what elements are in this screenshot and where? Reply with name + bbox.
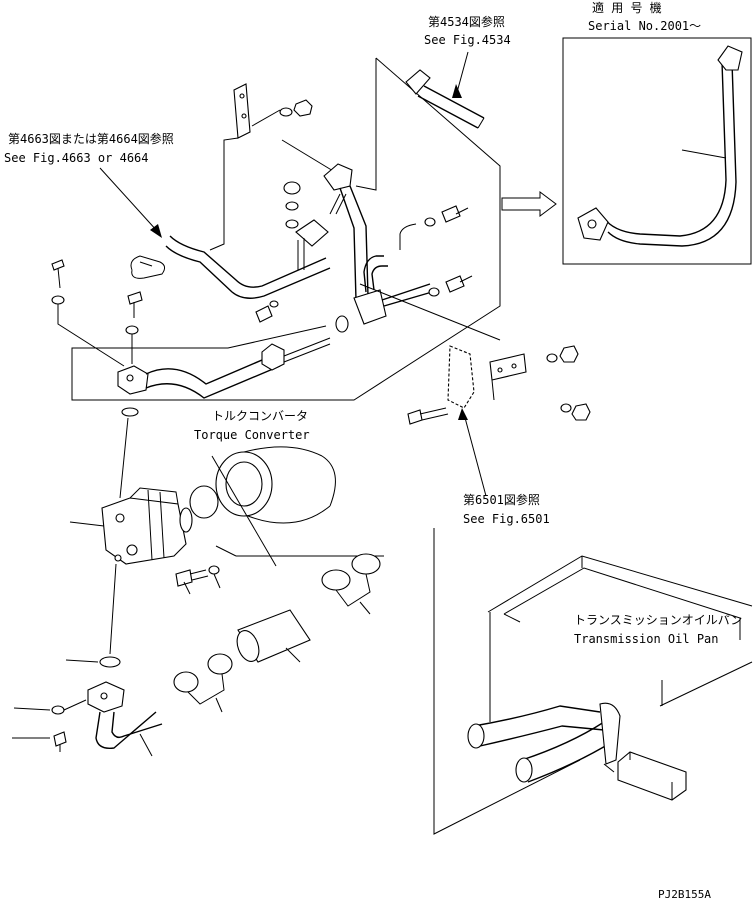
transmission-oil-pan	[433, 528, 753, 835]
fig4534-ref-jp: 第4534図参照	[428, 14, 505, 29]
fig4663-ref-jp: 第4663図または第4664図参照	[8, 131, 174, 146]
pump	[65, 407, 193, 668]
fig6501-ref-jp: 第6501図参照	[463, 492, 540, 507]
lower-hose-assembly	[12, 545, 384, 757]
fig6501-ref-en: See Fig.6501	[463, 512, 550, 526]
bracket-6501	[407, 345, 591, 425]
inset-arrow	[501, 191, 557, 217]
torque-converter-label-en: Torque Converter	[194, 428, 310, 442]
applicability-jp: 適 用 号 機	[592, 0, 662, 15]
reference-leaders	[99, 51, 487, 497]
oil-pan-label-en: Transmission Oil Pan	[574, 632, 719, 646]
fig4534-ref-en: See Fig.4534	[424, 33, 511, 47]
fig4663-ref-en: See Fig.4663 or 4664	[4, 151, 149, 165]
torque-converter	[189, 446, 336, 567]
applicability-serial: Serial No.2001〜	[588, 19, 701, 33]
upper-pipe-assembly	[51, 57, 501, 401]
torque-converter-label-jp: トルクコンバータ	[212, 409, 308, 423]
serial-inset	[562, 37, 752, 265]
pump-bolts	[175, 565, 221, 595]
drawing-code: PJ2B155A	[658, 888, 711, 901]
oil-pan-label-jp: トランスミッションオイルパン	[574, 613, 742, 627]
